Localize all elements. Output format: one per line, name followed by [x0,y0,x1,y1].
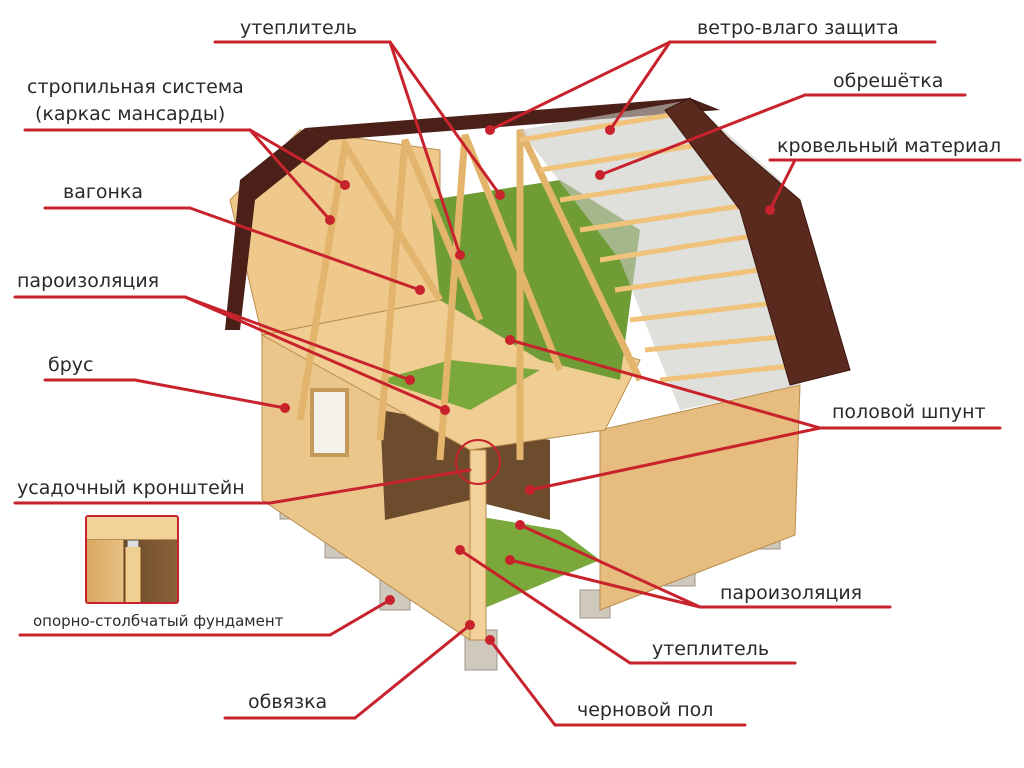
leader-dots [280,125,775,645]
label-foundation: опорно-столбчатый фундамент [33,612,284,630]
inset-post [125,547,141,602]
corner-post [469,449,487,641]
inset-beam [87,517,177,540]
label-insulation-top: утеплитель [240,17,358,39]
label-roofing: кровельный материал [777,135,1002,157]
label-strapping: обвязка [248,691,328,713]
label-floor-tongue-groove: половой шпунт [832,401,986,423]
label-subfloor: черновой пол [577,699,714,721]
label-vapor-barrier-top: пароизоляция [17,270,160,292]
label-rafter-system: стропильная система [27,76,244,98]
label-vapor-barrier-bottom: пароизоляция [720,582,863,604]
label-wind-moisture: ветро-влаго защита [697,17,899,39]
right-wall [599,384,801,611]
label-battens: обрешётка [833,70,944,92]
bracket-highlight [455,439,501,485]
roofing-material [664,97,851,386]
label-shrink-bracket: усадочный кронштейн [17,477,245,499]
window [310,388,349,457]
label-rafter-system-sub: (каркас мансарды) [35,103,226,125]
label-beam: брус [48,354,94,376]
roofing-left [225,128,330,330]
label-clapboard: вагонка [63,181,143,203]
leader-lines [13,40,1022,727]
deck-insulation [380,360,540,410]
bracket-detail-inset [85,515,179,604]
label-insulation-bottom: утеплитель [652,638,770,660]
